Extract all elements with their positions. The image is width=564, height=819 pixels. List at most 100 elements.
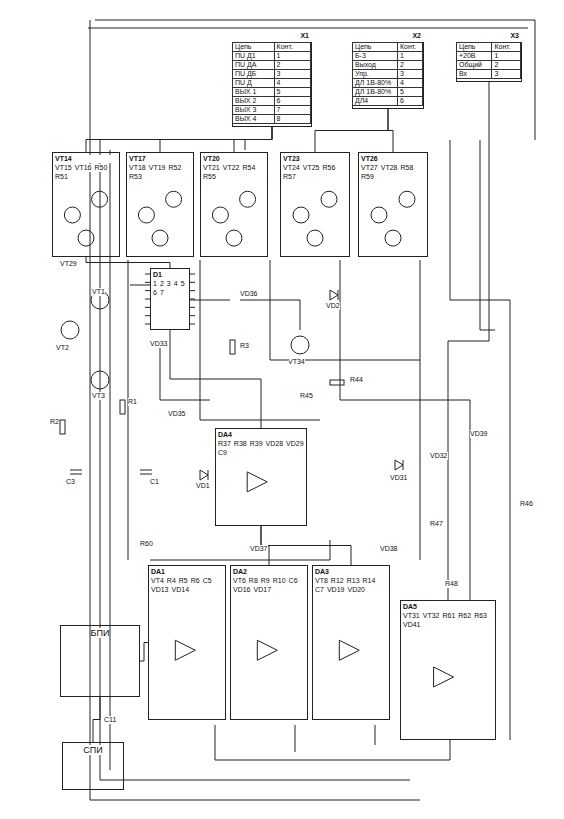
component-label: R39 xyxy=(250,440,263,448)
component-label: VD20 xyxy=(347,586,365,594)
component-label: VT25 xyxy=(303,164,320,172)
component-label: R48 xyxy=(445,580,458,588)
bus-lines xyxy=(88,20,535,800)
transistor-symbol xyxy=(307,230,323,246)
component-label: 2 xyxy=(160,280,164,288)
part-designator: DA1 xyxy=(151,568,223,576)
component-label: R12 xyxy=(331,577,344,585)
opamp-symbol xyxy=(257,640,277,660)
part-designator: X2 xyxy=(410,32,423,40)
wire-connector xyxy=(388,109,393,152)
component-label: R44 xyxy=(350,376,363,384)
transistor-symbol xyxy=(399,191,415,207)
node-body: X1ЦепьКонт.ПU Д11ПU ДА2ПU ДБ3ПU Д4ВЫХ 15… xyxy=(233,43,311,124)
component-label: VD16 xyxy=(233,586,251,594)
component-label: R6 xyxy=(191,577,200,585)
wire-connector xyxy=(86,257,170,268)
component-label: R3 xyxy=(240,342,249,350)
component-label: VD32 xyxy=(430,452,448,460)
node-body: VT26VT27VT28R58R59 xyxy=(359,153,427,183)
pin-lead xyxy=(190,315,195,316)
component-label: R47 xyxy=(430,520,443,528)
component-label: VD41 xyxy=(403,621,421,629)
component-label: R63 xyxy=(474,612,487,620)
part-designator: БПИ xyxy=(91,628,110,638)
component-label: VT6 xyxy=(233,577,246,585)
node-body: DA5VT31VT32R61R62R63VD41 xyxy=(401,601,495,631)
component-label: VT27 xyxy=(361,164,378,172)
transistor-symbol xyxy=(78,230,94,246)
component-label: R14 xyxy=(363,577,376,585)
part-designator: VT14 xyxy=(55,155,117,163)
component-label: VD37 xyxy=(250,545,268,553)
part-designator: VT20 xyxy=(203,155,265,163)
component-label: VT21 xyxy=(203,164,220,172)
component-label: C3 xyxy=(66,478,75,486)
component-label: VT15 xyxy=(55,164,72,172)
component-label: 8 xyxy=(274,114,311,124)
component-label: R8 xyxy=(249,577,258,585)
connector-table: X1ЦепьКонт.ПU Д11ПU ДА2ПU ДБ3ПU Д4ВЫХ 15… xyxy=(232,42,312,127)
pin-lead xyxy=(190,282,195,283)
transistor-module: VT14VT15VT16R50R51 xyxy=(52,152,120,257)
node-body: VT17VT18VT19R52R53 xyxy=(127,153,193,183)
component-label: R4 xyxy=(167,577,176,585)
transistor-symbol xyxy=(293,207,309,223)
component-label: 1 xyxy=(153,280,157,288)
transistor-symbol xyxy=(240,191,256,207)
transistor-symbol xyxy=(321,191,337,207)
part-designator: DA4 xyxy=(218,431,304,439)
component-label: VT2 xyxy=(56,344,69,352)
component-label: 5 xyxy=(181,280,185,288)
component-label: VT19 xyxy=(149,164,166,172)
amplifier-block: DA4R37R38R39VD28VD29C9 xyxy=(215,428,307,526)
component-label: VD19 xyxy=(327,586,345,594)
transistor-module: VT20VT21VT22R54R55 xyxy=(200,152,268,257)
wire-connector xyxy=(86,127,272,152)
node-body: СПИ xyxy=(63,743,123,789)
node-body: VT20VT21VT22R54R55 xyxy=(201,153,267,183)
component-label: R9 xyxy=(261,577,270,585)
amplifier-block: DA3VT8R12R13R14C7VD19VD20 xyxy=(312,565,390,720)
component-label: R55 xyxy=(203,173,216,181)
component-label: C9 xyxy=(218,449,227,457)
component-label: R56 xyxy=(322,164,335,172)
amplifier-block: DA5VT31VT32R61R62R63VD41 xyxy=(400,600,496,740)
part-designator: DA3 xyxy=(315,568,387,576)
connector-table: X2ЦепьКонт.Б-31Выход2Упр.3ДЛ 1В-80%4ДЛ 1… xyxy=(352,42,424,109)
pin-lead xyxy=(190,324,195,325)
part-designator: X1 xyxy=(298,32,311,40)
component-label: VD35 xyxy=(168,410,186,418)
component-label: VD14 xyxy=(172,586,190,594)
pin-lead xyxy=(190,274,195,275)
transistor-symbol xyxy=(385,230,401,246)
wire-connector xyxy=(140,643,148,662)
transistor-symbol xyxy=(226,230,242,246)
component-label: C6 xyxy=(289,577,298,585)
component-label: ВЫХ 4 xyxy=(232,114,275,124)
component-label: VD38 xyxy=(380,545,398,553)
component-label: R62 xyxy=(458,612,471,620)
component-label: VD13 xyxy=(151,586,169,594)
capacitor-label: C11 xyxy=(104,716,116,724)
transistor-module: VT26VT27VT28R58R59 xyxy=(358,152,428,257)
component-label: VD28 xyxy=(266,440,284,448)
part-designator: DA2 xyxy=(233,568,305,576)
wire-connector xyxy=(93,697,100,742)
node-body: БПИ xyxy=(61,626,139,696)
opamp-symbol xyxy=(434,667,454,687)
component-label: R50 xyxy=(94,164,107,172)
component-label: R58 xyxy=(400,164,413,172)
node-body: DA3VT8R12R13R14C7VD19VD20 xyxy=(313,566,389,596)
transistor-module: VT17VT18VT19R52R53 xyxy=(126,152,194,257)
transistor-module: VT23VT24VT25R56R57 xyxy=(280,152,350,257)
wire-connector xyxy=(234,127,272,152)
part-designator: D1 xyxy=(153,271,187,279)
component-label: R57 xyxy=(283,173,296,181)
part-designator: VT23 xyxy=(283,155,347,163)
component-label: C5 xyxy=(203,577,212,585)
component-label: R51 xyxy=(55,173,68,181)
function-block: БПИ xyxy=(60,625,140,697)
transistor-symbol xyxy=(92,191,108,207)
component-label: R59 xyxy=(361,173,374,181)
